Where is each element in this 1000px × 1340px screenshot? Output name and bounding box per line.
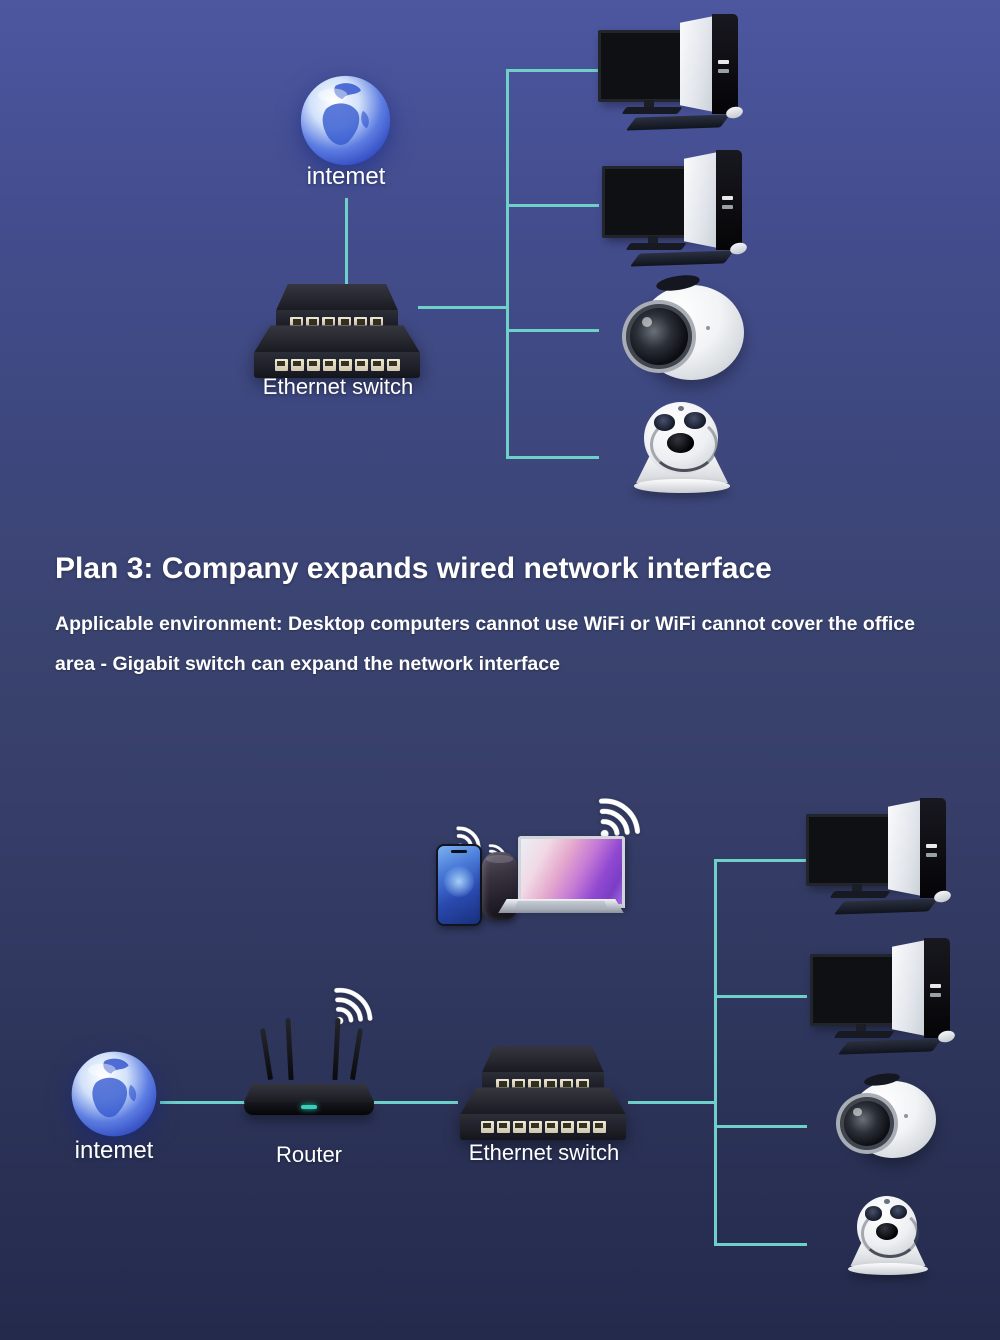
ir-led [684,412,706,429]
ethernet-port [274,358,288,371]
ethernet-port [306,358,320,371]
internet-label: intemet [306,163,386,190]
ethernet-port [576,1120,590,1133]
desktop-computer [598,14,758,134]
pc-tower [680,14,738,114]
router-antenna [332,1017,341,1081]
connection-line [628,1101,716,1104]
pc-tower [892,938,950,1038]
ethernet-port [322,358,336,371]
connection-line [715,1243,807,1246]
ethernet-port [290,358,304,371]
ir-led [865,1206,883,1221]
camera-lens [836,1093,898,1155]
switch-lower-unit [460,1087,626,1140]
dome-camera [626,402,738,494]
connection-line [418,306,508,309]
ethernet-port [528,1120,542,1133]
plan-heading: Plan 3: Company expands wired network in… [55,552,772,585]
ethernet-port [560,1120,574,1133]
connection-line [507,329,599,332]
ethernet-port [496,1120,510,1133]
plan-description-line1: Applicable environment: Desktop computer… [55,613,915,635]
ir-led [654,413,676,431]
keyboard [625,114,731,131]
pc-tower [684,150,742,250]
ethernet-switch-label: Ethernet switch [262,374,414,399]
ethernet-switch [254,284,420,378]
ethernet-switch-label: Ethernet switch [468,1140,620,1165]
internet-globe-icon [300,75,391,166]
wifi-icon [334,987,373,1025]
switch-lower-unit [254,325,420,378]
ethernet-port [480,1120,494,1133]
camera-lens [876,1223,899,1240]
laptop-screen [518,836,625,909]
keyboard [833,898,939,915]
connection-line [715,1125,807,1128]
ethernet-port [386,358,400,371]
ethernet-port [544,1120,558,1133]
360-camera [836,1071,936,1162]
router [243,1012,375,1140]
smartphone [436,844,482,926]
ethernet-switch [460,1046,626,1140]
router-led [301,1105,318,1109]
internet-globe-icon [71,1051,157,1137]
connection-line [160,1101,246,1104]
ethernet-port [338,358,352,371]
ethernet-port [512,1120,526,1133]
pc-tower [888,798,946,898]
router-label: Router [275,1142,343,1167]
camera-lens [667,433,695,453]
wifi-icon [598,798,640,838]
ethernet-port [370,358,384,371]
connection-line [374,1101,458,1104]
desktop-computer [602,150,762,270]
plan-description-line2: area - Gigabit switch can expand the net… [55,653,560,675]
connection-line [345,198,348,290]
internet-label: intemet [74,1137,154,1164]
dome-camera [842,1196,934,1276]
laptop [498,836,625,922]
ethernet-port [592,1120,606,1133]
ethernet-port [354,358,368,371]
keyboard [837,1038,943,1055]
connection-line [507,456,599,459]
ir-led [889,1204,908,1220]
360-camera [622,272,744,384]
router-antenna [284,1017,294,1081]
keyboard [629,250,735,267]
connection-line [507,69,599,72]
desktop-computer [810,938,970,1058]
camera-lens [622,299,696,373]
router-antenna [260,1027,274,1081]
connection-trunk [714,859,717,1246]
connection-line [715,995,807,998]
connection-trunk [506,69,509,459]
connection-line [507,204,599,207]
router-antenna [349,1027,363,1081]
desktop-computer [806,798,966,918]
connection-line [715,859,807,862]
